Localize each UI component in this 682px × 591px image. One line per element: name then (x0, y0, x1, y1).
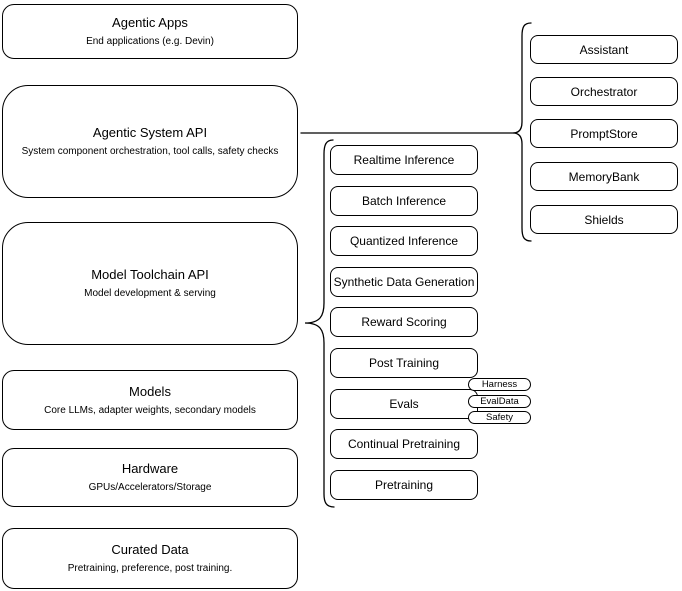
component-memorybank: MemoryBank (530, 162, 678, 191)
node-agentic-system-api: Agentic System API System component orch… (2, 85, 298, 198)
node-curated-data: Curated Data Pretraining, preference, po… (2, 528, 298, 589)
node-label: Batch Inference (361, 194, 447, 208)
node-title: Agentic Apps (112, 15, 188, 30)
node-title: Model Toolchain API (91, 267, 209, 282)
node-hardware: Hardware GPUs/Accelerators/Storage (2, 448, 298, 507)
node-subtitle: Core LLMs, adapter weights, secondary mo… (44, 404, 256, 416)
node-label: Post Training (368, 356, 440, 370)
toolchain-item-batch-inference: Batch Inference (330, 186, 478, 216)
component-shields: Shields (530, 205, 678, 234)
toolchain-brace (304, 139, 335, 508)
toolchain-item-post-training: Post Training (330, 348, 478, 378)
node-subtitle: GPUs/Accelerators/Storage (88, 482, 212, 493)
node-subtitle: Pretraining, preference, post training. (67, 563, 233, 574)
pill-label: Harness (481, 378, 518, 390)
node-title: Curated Data (111, 542, 189, 557)
node-label: Pretraining (374, 478, 434, 492)
node-label: Assistant (579, 42, 629, 57)
toolchain-item-realtime-inference: Realtime Inference (330, 145, 478, 175)
node-label: Continual Pretraining (347, 437, 461, 451)
toolchain-item-quantized-inference: Quantized Inference (330, 226, 478, 256)
evals-tag-evaldata: EvalData (468, 395, 531, 408)
node-label: Quantized Inference (349, 234, 459, 248)
component-assistant: Assistant (530, 35, 678, 64)
pill-label: EvalData (480, 395, 519, 407)
toolchain-item-continual-pretraining: Continual Pretraining (330, 429, 478, 459)
node-label: Reward Scoring (361, 315, 447, 329)
node-label: Orchestrator (570, 84, 638, 99)
system-components-brace (512, 22, 532, 242)
toolchain-item-evals: Evals (330, 389, 478, 419)
node-title: Agentic System API (92, 125, 208, 140)
node-subtitle: Model development & serving (84, 288, 216, 299)
toolchain-item-reward-scoring: Reward Scoring (330, 307, 478, 337)
node-models: Models Core LLMs, adapter weights, secon… (2, 370, 298, 430)
node-subtitle: End applications (e.g. Devin) (86, 36, 214, 47)
evals-tag-harness: Harness (468, 378, 531, 391)
node-label: Realtime Inference (353, 153, 455, 167)
toolchain-item-pretraining: Pretraining (330, 470, 478, 500)
node-title: Models (129, 383, 171, 399)
node-agentic-apps: Agentic Apps End applications (e.g. Devi… (2, 4, 298, 59)
node-label: Shields (584, 212, 624, 227)
component-promptstore: PromptStore (530, 119, 678, 148)
component-orchestrator: Orchestrator (530, 77, 678, 106)
node-label: MemoryBank (568, 169, 640, 184)
pill-label: Safety (486, 411, 513, 423)
node-label: Synthetic Data Generation (333, 275, 475, 289)
node-title: Hardware (121, 461, 179, 476)
evals-tag-safety: Safety (468, 411, 531, 424)
node-label: PromptStore (570, 126, 638, 141)
node-model-toolchain-api: Model Toolchain API Model development & … (2, 222, 298, 345)
node-subtitle: System component orchestration, tool cal… (21, 146, 279, 157)
toolchain-item-synthetic-data-generation: Synthetic Data Generation (330, 267, 478, 297)
node-label: Evals (389, 397, 419, 411)
